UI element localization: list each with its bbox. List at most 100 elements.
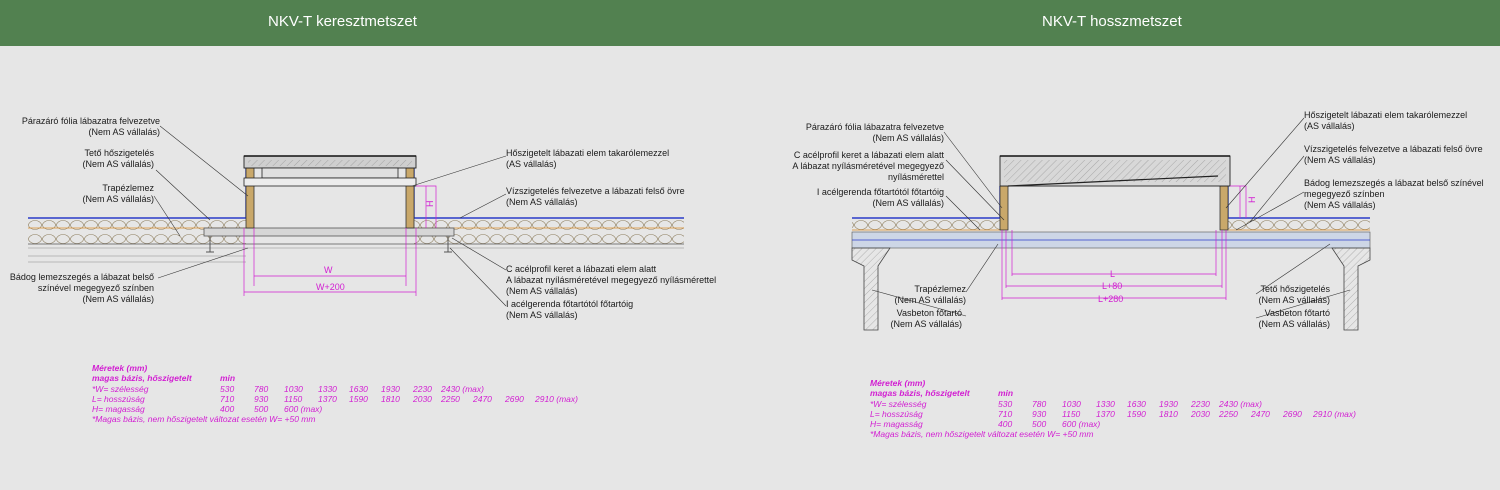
table-cell: 2690 — [1283, 408, 1302, 419]
table-cell: 1930 — [381, 383, 400, 394]
table-cell: 1930 — [1159, 398, 1178, 409]
header-bar: NKV-T keresztmetszet NKV-T hosszmetszet — [0, 0, 1500, 46]
skylight-unit-base — [243, 177, 417, 187]
table-min-label: min — [998, 388, 1014, 399]
table-cell: 530 — [220, 383, 235, 394]
cross-label-takaro-1: Hőszigetelt lábazati elem takarólemezzel — [506, 148, 669, 158]
long-unit-louvers — [1004, 160, 1226, 182]
skylight-unit-frame — [261, 167, 399, 179]
table-cell: 1330 — [1096, 398, 1115, 409]
cross-dim-h: H — [425, 201, 435, 208]
table-row-label: L= hosszúság — [870, 408, 923, 419]
dimension-table-left: Méretek (mm) magas bázis, hőszigetelt mi… — [92, 363, 652, 425]
cross-dim-w: W — [324, 265, 333, 275]
long-unit-opener — [1007, 175, 1219, 187]
table-cell: 930 — [254, 393, 269, 404]
long-label-badog-3: (Nem AS vállalás) — [1304, 200, 1376, 210]
long-label-parazaro-2: (Nem AS vállalás) — [872, 133, 944, 143]
table-cell: 1810 — [381, 393, 400, 404]
long-label-vasbeton-left-2: (Nem AS vállalás) — [890, 319, 962, 329]
long-label-cprofil-3: nyílásmérettel — [888, 172, 944, 182]
table-cell: 710 — [220, 393, 235, 404]
table-cell: 1590 — [1127, 408, 1146, 419]
longitudinal-section-title: NKV-T hosszmetszet — [1042, 13, 1182, 30]
curb-right-wall — [405, 167, 415, 229]
long-label-vasbeton-right-2: (Nem AS vállalás) — [1258, 319, 1330, 329]
table-cell: 400 — [998, 419, 1013, 430]
table-row-label: H= magasság — [92, 404, 145, 415]
table-cell: 2230 — [413, 383, 432, 394]
long-label-igerenda-2: (Nem AS vállalás) — [872, 198, 944, 208]
table-cell: 2910 (max) — [535, 393, 578, 404]
table-row-label: H= magasság — [870, 419, 923, 430]
skylight-unit-cover — [248, 160, 412, 166]
table-cell: 400 — [220, 404, 235, 415]
table-cell: 2690 — [505, 393, 524, 404]
table-cell: 2470 — [1251, 408, 1270, 419]
cross-label-badog-3: (Nem AS vállalás) — [82, 294, 154, 304]
roof-insulation-long-right — [1228, 218, 1370, 232]
table-cell: 2910 (max) — [1313, 408, 1356, 419]
cross-dim-lines — [243, 185, 437, 296]
table-min-label: min — [220, 373, 236, 384]
table-row-label: L= hosszúság — [92, 393, 145, 404]
long-label-vasbeton-left-1: Vasbeton főtartó — [897, 308, 962, 318]
table-cell: 2250 — [1219, 408, 1238, 419]
long-label-badog-1: Bádog lemezszegés a lábazat belső színév… — [1304, 178, 1484, 188]
table-cell: 780 — [1032, 398, 1047, 409]
table-cell: 600 (max) — [1062, 419, 1101, 430]
long-label-cprofil-1: C acélprofil keret a lábazati elem alatt — [794, 150, 945, 160]
cross-label-teto-2: (Nem AS vállalás) — [82, 159, 154, 169]
cross-label-parazaro-1: Párazáró fólia lábazatra felvezetve — [22, 116, 160, 126]
table-row-label: *W= szélesség — [870, 398, 927, 409]
table-cell: 780 — [254, 383, 269, 394]
long-dim-l: L — [1110, 269, 1115, 279]
i-beam-supports — [206, 236, 452, 253]
cross-label-takaro-2: (AS vállalás) — [506, 159, 557, 169]
curb-long-right — [1219, 185, 1229, 231]
cross-leader-lines — [153, 125, 507, 307]
table-cell: 1330 — [318, 383, 337, 394]
long-label-takaro-2: (AS vállalás) — [1304, 121, 1355, 131]
long-dim-lines — [1001, 185, 1247, 300]
long-label-badog-2: megegyező színben — [1304, 189, 1385, 199]
concrete-support-left — [851, 247, 891, 331]
structure-lines — [28, 247, 684, 263]
table-cell: 2430 (max) — [1219, 398, 1262, 409]
cross-label-cprofil-1: C acélprofil keret a lábazati elem alatt — [506, 264, 657, 274]
table-cell: 500 — [254, 404, 269, 415]
cross-label-parazaro-2: (Nem AS vállalás) — [88, 127, 160, 137]
table-cell: 1590 — [349, 393, 368, 404]
c-profile-frame — [203, 227, 455, 237]
table-cell: 1030 — [284, 383, 303, 394]
table-cell: 1810 — [1159, 408, 1178, 419]
long-label-teto-2: (Nem AS vállalás) — [1258, 295, 1330, 305]
cross-label-teto-1: Tető hőszigetelés — [84, 148, 154, 158]
table-cell: 2030 — [1191, 408, 1210, 419]
longitudinal-section-drawing: H L L+80 L+280 Párazáró fólia lábazatra … — [792, 110, 1484, 331]
table-note: *Magas bázis, nem hőszigetelt változat e… — [92, 414, 316, 425]
cross-dim-w200: W+200 — [316, 282, 345, 292]
table-subtitle: magas bázis, hőszigetelt — [870, 388, 970, 399]
long-dim-h: H — [1247, 197, 1257, 204]
long-label-parazaro-1: Párazáró fólia lábazatra felvezetve — [806, 122, 944, 132]
table-cell: 2470 — [473, 393, 492, 404]
long-label-viz-2: (Nem AS vállalás) — [1304, 155, 1376, 165]
table-cell: 1370 — [318, 393, 337, 404]
technical-drawing: H W W+200 Párazáró fólia lábazatra felve… — [10, 110, 1484, 331]
long-label-viz-1: Vízszigetelés felvezetve a lábazati fels… — [1304, 144, 1483, 154]
table-cell: 2030 — [413, 393, 432, 404]
cross-label-igerenda-1: I acélgerenda főtartótól főtartóig — [506, 299, 633, 309]
table-note: *Magas bázis, nem hőszigetelt változat e… — [870, 429, 1094, 440]
long-label-cprofil-2: A lábazat nyílásméretével megegyező — [792, 161, 944, 171]
table-title: Méretek (mm) — [870, 378, 926, 388]
cross-label-trapez-1: Trapézlemez — [102, 183, 154, 193]
long-dim-l280: L+280 — [1098, 294, 1123, 304]
table-subtitle-row: magas bázis, hőszigetelt min — [92, 373, 652, 383]
cross-label-igerenda-2: (Nem AS vállalás) — [506, 310, 578, 320]
